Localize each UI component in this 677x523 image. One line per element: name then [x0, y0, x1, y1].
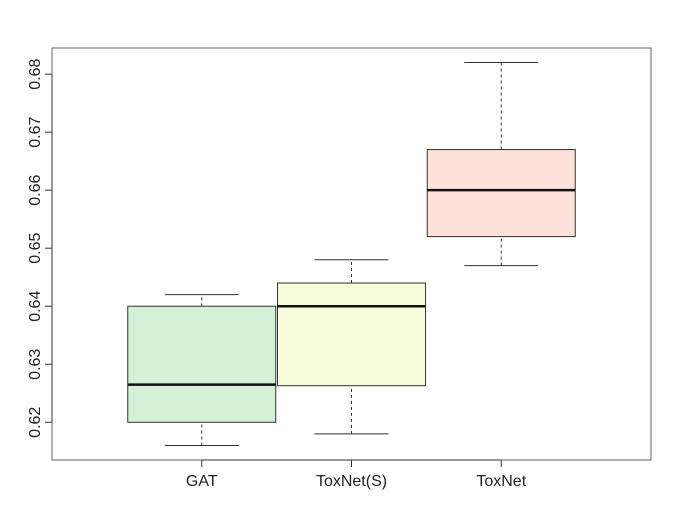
box-group	[426, 62, 576, 267]
box-iqr	[127, 305, 277, 423]
box-iqr	[426, 149, 576, 238]
x-axis: GAT ToxNet(S) ToxNet	[186, 459, 527, 490]
y-tick-label: 0.64	[27, 291, 44, 322]
boxes-layer	[127, 62, 576, 446]
y-tick-label: 0.65	[27, 233, 44, 264]
box-group	[127, 294, 277, 446]
x-tick-label: ToxNet(S)	[316, 473, 387, 490]
x-tick-label: ToxNet	[476, 473, 526, 490]
y-tick-label: 0.66	[27, 174, 44, 205]
box-group	[277, 259, 426, 435]
y-tick-label: 0.68	[27, 58, 44, 89]
box-iqr	[277, 282, 426, 387]
y-tick-label: 0.63	[27, 349, 44, 380]
y-tick-label: 0.67	[27, 116, 44, 147]
x-tick-label: GAT	[186, 473, 218, 490]
y-axis: 0.62 0.63 0.64 0.65 0.66 0.67 0.68	[27, 58, 53, 438]
y-tick-label: 0.62	[27, 407, 44, 438]
